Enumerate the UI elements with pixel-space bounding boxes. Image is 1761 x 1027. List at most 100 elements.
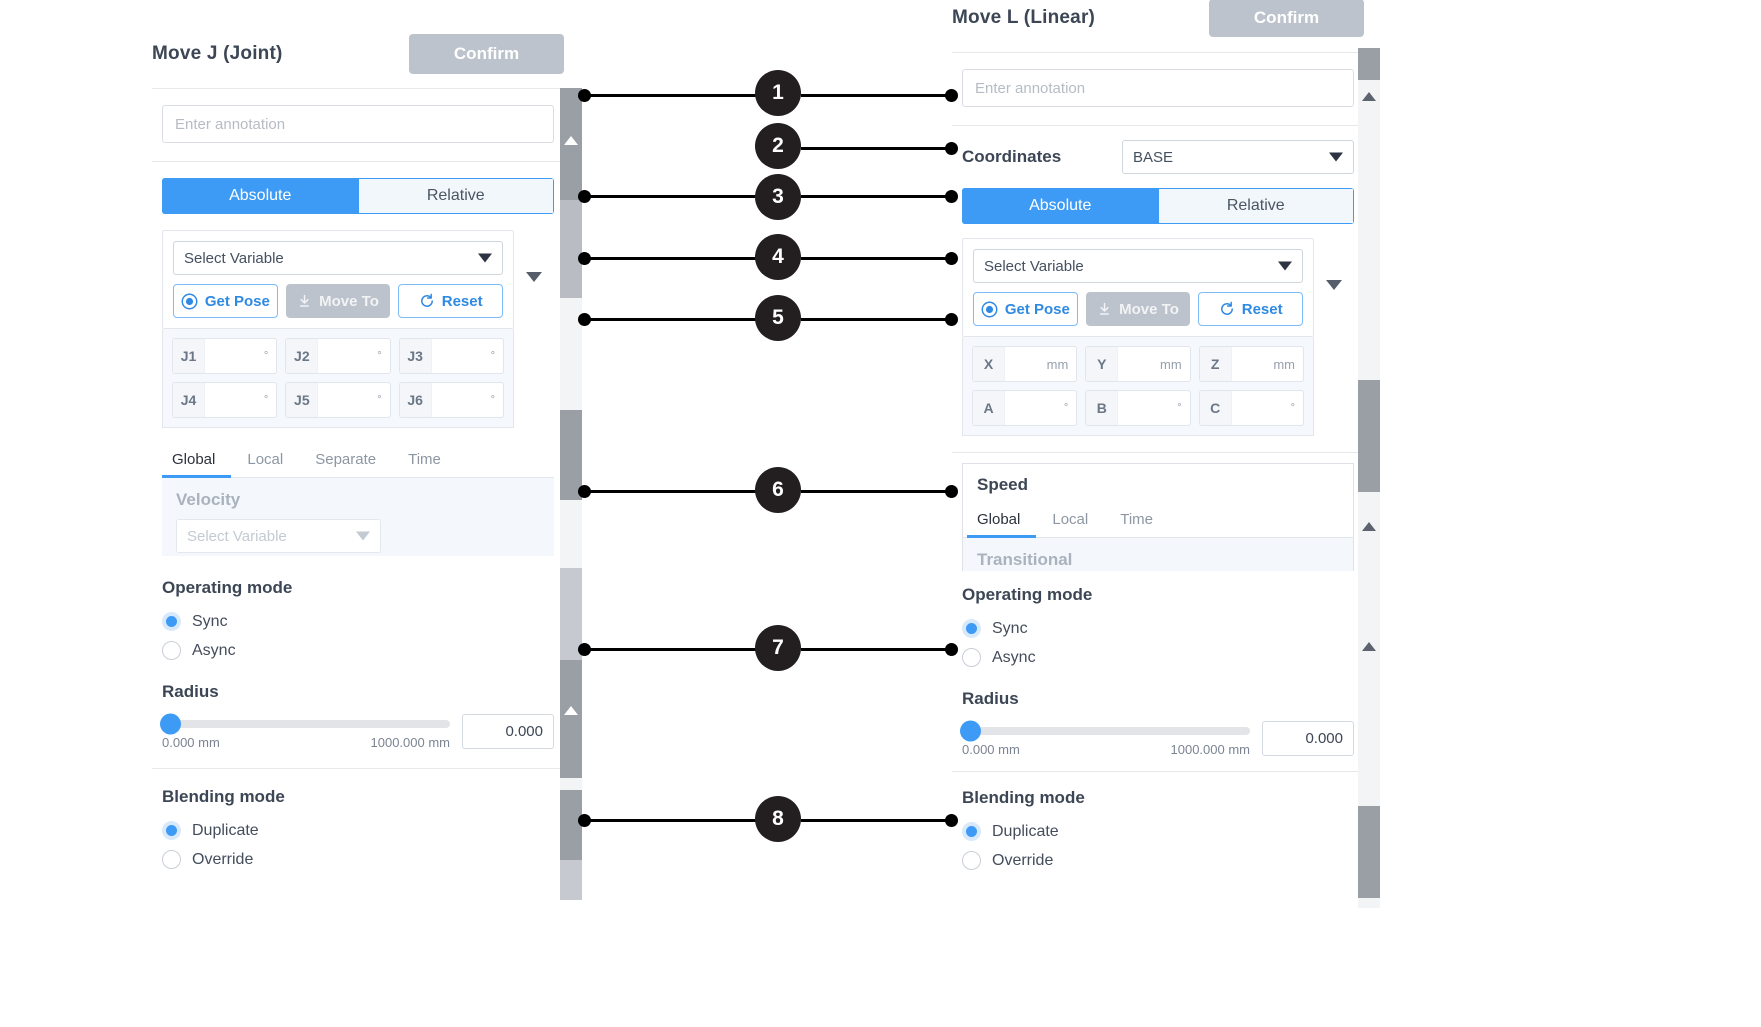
move-j-field-j6[interactable]: J6 °: [398, 382, 504, 418]
move-j-radio-async[interactable]: Async: [162, 641, 554, 660]
move-j-radius-value-input[interactable]: 0.000: [462, 714, 554, 749]
move-l-annotation-input[interactable]: [962, 69, 1354, 107]
move-l-get-pose-button[interactable]: Get Pose: [973, 292, 1078, 326]
move-j-variable-select[interactable]: Select Variable: [173, 241, 503, 275]
scrollbar-track-1[interactable]: [1358, 80, 1380, 411]
move-j-get-pose-button[interactable]: Get Pose: [173, 284, 278, 318]
move-l-relative-tab[interactable]: Relative: [1158, 188, 1354, 224]
move-l-radius-slider[interactable]: [960, 720, 1250, 742]
move-l-scrollbar-lower[interactable]: [1358, 806, 1380, 898]
scrollbar-thumb-1[interactable]: [560, 88, 582, 200]
move-j-field-j2[interactable]: J2 °: [285, 338, 391, 374]
callout-1: 1: [755, 70, 801, 116]
move-l-radius-slider-col: 0.000 mm 1000.000 mm: [960, 720, 1250, 757]
move-l-absolute-tab[interactable]: Absolute: [962, 188, 1159, 224]
field-value[interactable]: [431, 339, 491, 373]
move-l-radio-async[interactable]: Async: [962, 648, 1354, 667]
field-value[interactable]: [318, 339, 378, 373]
slider-handle[interactable]: [960, 720, 981, 742]
move-j-field-j3[interactable]: J3 °: [398, 338, 504, 374]
scrollbar-track-2[interactable]: [1358, 492, 1380, 618]
scrollbar-thumb-4[interactable]: [560, 790, 582, 860]
move-l-expand-col[interactable]: [1314, 238, 1354, 436]
move-l-speed-title-wrap: Speed: [963, 464, 1353, 495]
slider-handle[interactable]: [160, 713, 181, 735]
tab-local[interactable]: Local: [247, 451, 284, 468]
scrollbar-thumb-1[interactable]: [1358, 48, 1380, 80]
move-j-radius-slider[interactable]: [160, 713, 450, 735]
move-j-confirm-button[interactable]: Confirm: [409, 34, 564, 74]
move-j-blending-mode: Blending mode Duplicate Override: [152, 769, 564, 869]
divider-speed: [952, 452, 1364, 453]
move-j-annotation-input[interactable]: [162, 105, 554, 143]
tab-separate[interactable]: Separate: [315, 451, 377, 468]
scrollbar-track-3[interactable]: [560, 500, 582, 568]
field-value[interactable]: [205, 339, 264, 373]
scrollbar-thumb-2[interactable]: [560, 410, 582, 500]
move-l-confirm-button[interactable]: Confirm: [1209, 0, 1364, 37]
chevron-up-icon[interactable]: [564, 706, 578, 715]
move-l-move-to-button[interactable]: Move To: [1085, 292, 1191, 326]
field-value[interactable]: [1005, 391, 1064, 425]
move-j-field-j4[interactable]: J4 °: [172, 382, 278, 418]
tab-local[interactable]: Local: [1052, 511, 1089, 528]
scrollbar-track-4[interactable]: [560, 568, 582, 660]
tab-time[interactable]: Time: [408, 451, 441, 468]
field-value[interactable]: [431, 383, 491, 417]
tab-global[interactable]: Global: [967, 504, 1037, 538]
move-l-field-b[interactable]: B °: [1085, 390, 1191, 426]
tab-time[interactable]: Time: [1120, 511, 1153, 528]
chevron-up-icon[interactable]: [1362, 92, 1376, 101]
move-j-reset-button[interactable]: Reset: [398, 284, 504, 318]
move-j-scrollbar[interactable]: [560, 88, 582, 900]
coordinates-select[interactable]: BASE: [1122, 140, 1354, 174]
move-l-header: Move L (Linear) Confirm: [952, 0, 1364, 38]
chevron-down-icon[interactable]: [526, 272, 542, 282]
move-l-field-z[interactable]: Z mm: [1198, 346, 1304, 382]
move-l-reset-button[interactable]: Reset: [1198, 292, 1304, 326]
move-j-radio-sync[interactable]: Sync: [162, 612, 554, 631]
move-l-radio-override[interactable]: Override: [962, 851, 1354, 870]
chevron-up-icon[interactable]: [1362, 522, 1376, 531]
scrollbar-track-1[interactable]: [560, 200, 582, 298]
move-l-variable-select[interactable]: Select Variable: [973, 249, 1303, 283]
move-j-scrollbar-lower[interactable]: [560, 790, 582, 900]
move-j-field-j1[interactable]: J1 °: [172, 338, 278, 374]
tab-global[interactable]: Global: [162, 444, 232, 478]
move-l-field-a[interactable]: A °: [972, 390, 1078, 426]
scrollbar-thumb-3[interactable]: [560, 660, 582, 778]
scrollbar-track-6[interactable]: [560, 860, 582, 900]
move-l-field-c[interactable]: C °: [1198, 390, 1304, 426]
move-l-field-x[interactable]: X mm: [972, 346, 1078, 382]
field-value[interactable]: [1231, 391, 1291, 425]
leader-dot-left-3: [578, 190, 591, 203]
move-j-velocity-select[interactable]: Select Variable: [176, 519, 381, 553]
field-value[interactable]: [1118, 391, 1178, 425]
move-l-field-y[interactable]: Y mm: [1085, 346, 1191, 382]
move-j-radio-duplicate[interactable]: Duplicate: [162, 821, 554, 840]
move-j-absolute-tab[interactable]: Absolute: [162, 178, 359, 214]
chevron-up-icon[interactable]: [1362, 642, 1376, 651]
move-j-expand-col[interactable]: [514, 230, 554, 428]
chevron-up-icon[interactable]: [564, 136, 578, 145]
move-l-scrollbar[interactable]: [1358, 48, 1380, 908]
radio-label: Override: [192, 850, 254, 868]
scrollbar-thumb-2[interactable]: [1358, 380, 1380, 492]
field-label: J1: [173, 339, 205, 373]
move-j-radio-override[interactable]: Override: [162, 850, 554, 869]
move-l-radio-duplicate[interactable]: Duplicate: [962, 822, 1354, 841]
move-j-field-j5[interactable]: J5 °: [285, 382, 391, 418]
scrollbar-track-2[interactable]: [560, 298, 582, 410]
scrollbar-thumb-3[interactable]: [1358, 806, 1380, 898]
move-j-move-to-button[interactable]: Move To: [285, 284, 391, 318]
move-j-relative-tab[interactable]: Relative: [358, 178, 554, 214]
field-value[interactable]: [1231, 347, 1274, 381]
field-value[interactable]: [205, 383, 264, 417]
move-l-radio-sync[interactable]: Sync: [962, 619, 1354, 638]
chevron-down-icon[interactable]: [1326, 280, 1342, 290]
field-value[interactable]: [1118, 347, 1160, 381]
move-j-speed-section: Global Local Separate Time Velocity Sele…: [152, 428, 564, 556]
field-value[interactable]: [1005, 347, 1047, 381]
move-l-radius-value-input[interactable]: 0.000: [1262, 721, 1354, 756]
field-value[interactable]: [318, 383, 378, 417]
